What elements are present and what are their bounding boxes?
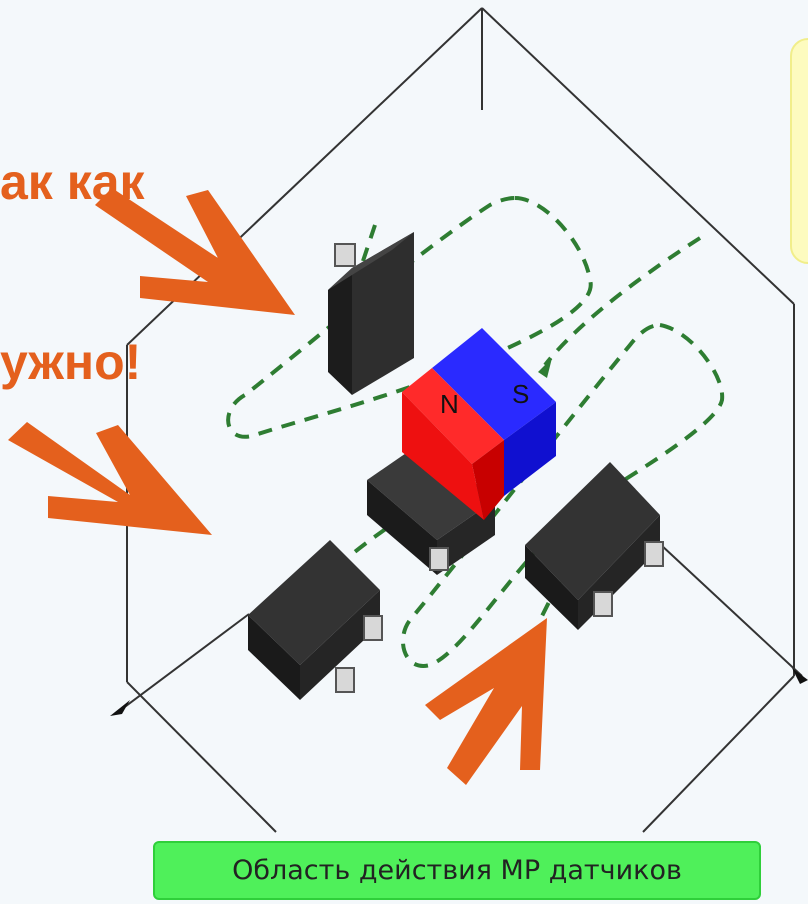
magnet-south-side: [504, 402, 556, 496]
frame-bottom-left: [126, 681, 277, 833]
headline-line-1: ак как: [0, 154, 145, 210]
field-line-diagonal-3: [538, 498, 612, 621]
magnet: N S: [402, 328, 556, 520]
field-loop-lower: [400, 322, 725, 668]
sensor-chip-upper-top: [328, 232, 414, 290]
sensor-chip-lower-left: [248, 540, 383, 700]
magnet-north-label: N: [440, 389, 459, 419]
magnet-north-side: [472, 440, 504, 520]
sensor-chip-lower-right-pin-1: [593, 591, 613, 617]
sensor-chip-lower-right: [525, 462, 664, 630]
pointer-arrow-middle: [8, 422, 212, 535]
field-line-diagonal-1: [543, 236, 702, 367]
sensor-chip-lower-left-pin-2: [363, 615, 383, 641]
magnet-south-label: S: [512, 379, 529, 409]
sensor-chip-upper: [328, 232, 414, 395]
frame-bottom-right: [642, 675, 795, 833]
magnet-north-front: [402, 392, 484, 520]
sensor-chip-lower-left-top: [248, 540, 380, 665]
sensor-chip-lower-right-front: [525, 545, 578, 630]
headline-line-2: ужно!: [0, 334, 142, 390]
sensor-chip-center-side: [437, 500, 495, 575]
frame-top-right: [481, 7, 795, 305]
right-axis-arrowhead: [792, 668, 808, 684]
frame-inner-left-axis: [117, 613, 250, 713]
sensor-chip-upper-side: [352, 232, 414, 395]
pointer-arrows: [8, 188, 547, 785]
magnet-south-top: [432, 328, 556, 440]
sensor-chip-lower-left-pin-1: [335, 667, 355, 693]
sensor-chip-lower-left-side: [300, 590, 380, 700]
left-axis-arrowhead: [110, 700, 130, 716]
field-arrow-head-1: [538, 358, 552, 378]
sensor-chip-lower-right-top: [525, 462, 660, 600]
field-loop-upper: [226, 195, 593, 439]
sensor-chip-lower-right-pin-2: [644, 541, 664, 567]
sensor-chip-upper-pin: [334, 243, 356, 267]
sensor-chip-center: [367, 440, 495, 575]
sensor-chip-upper-front: [328, 268, 352, 395]
sensor-chip-center-front: [367, 480, 437, 575]
pointer-arrow-top: [95, 188, 295, 315]
frame-inner-right-axis: [659, 543, 803, 677]
sensor-chip-center-top: [367, 440, 495, 540]
pointer-arrow-bottom: [425, 618, 547, 785]
sensor-chip-center-pin: [429, 547, 449, 571]
sensor-chip-lower-left-front: [248, 615, 300, 700]
magnet-north-top: [402, 368, 504, 464]
headline: ак как ужно!: [0, 32, 145, 452]
zone-label: Область действия МР датчиков: [153, 841, 761, 900]
